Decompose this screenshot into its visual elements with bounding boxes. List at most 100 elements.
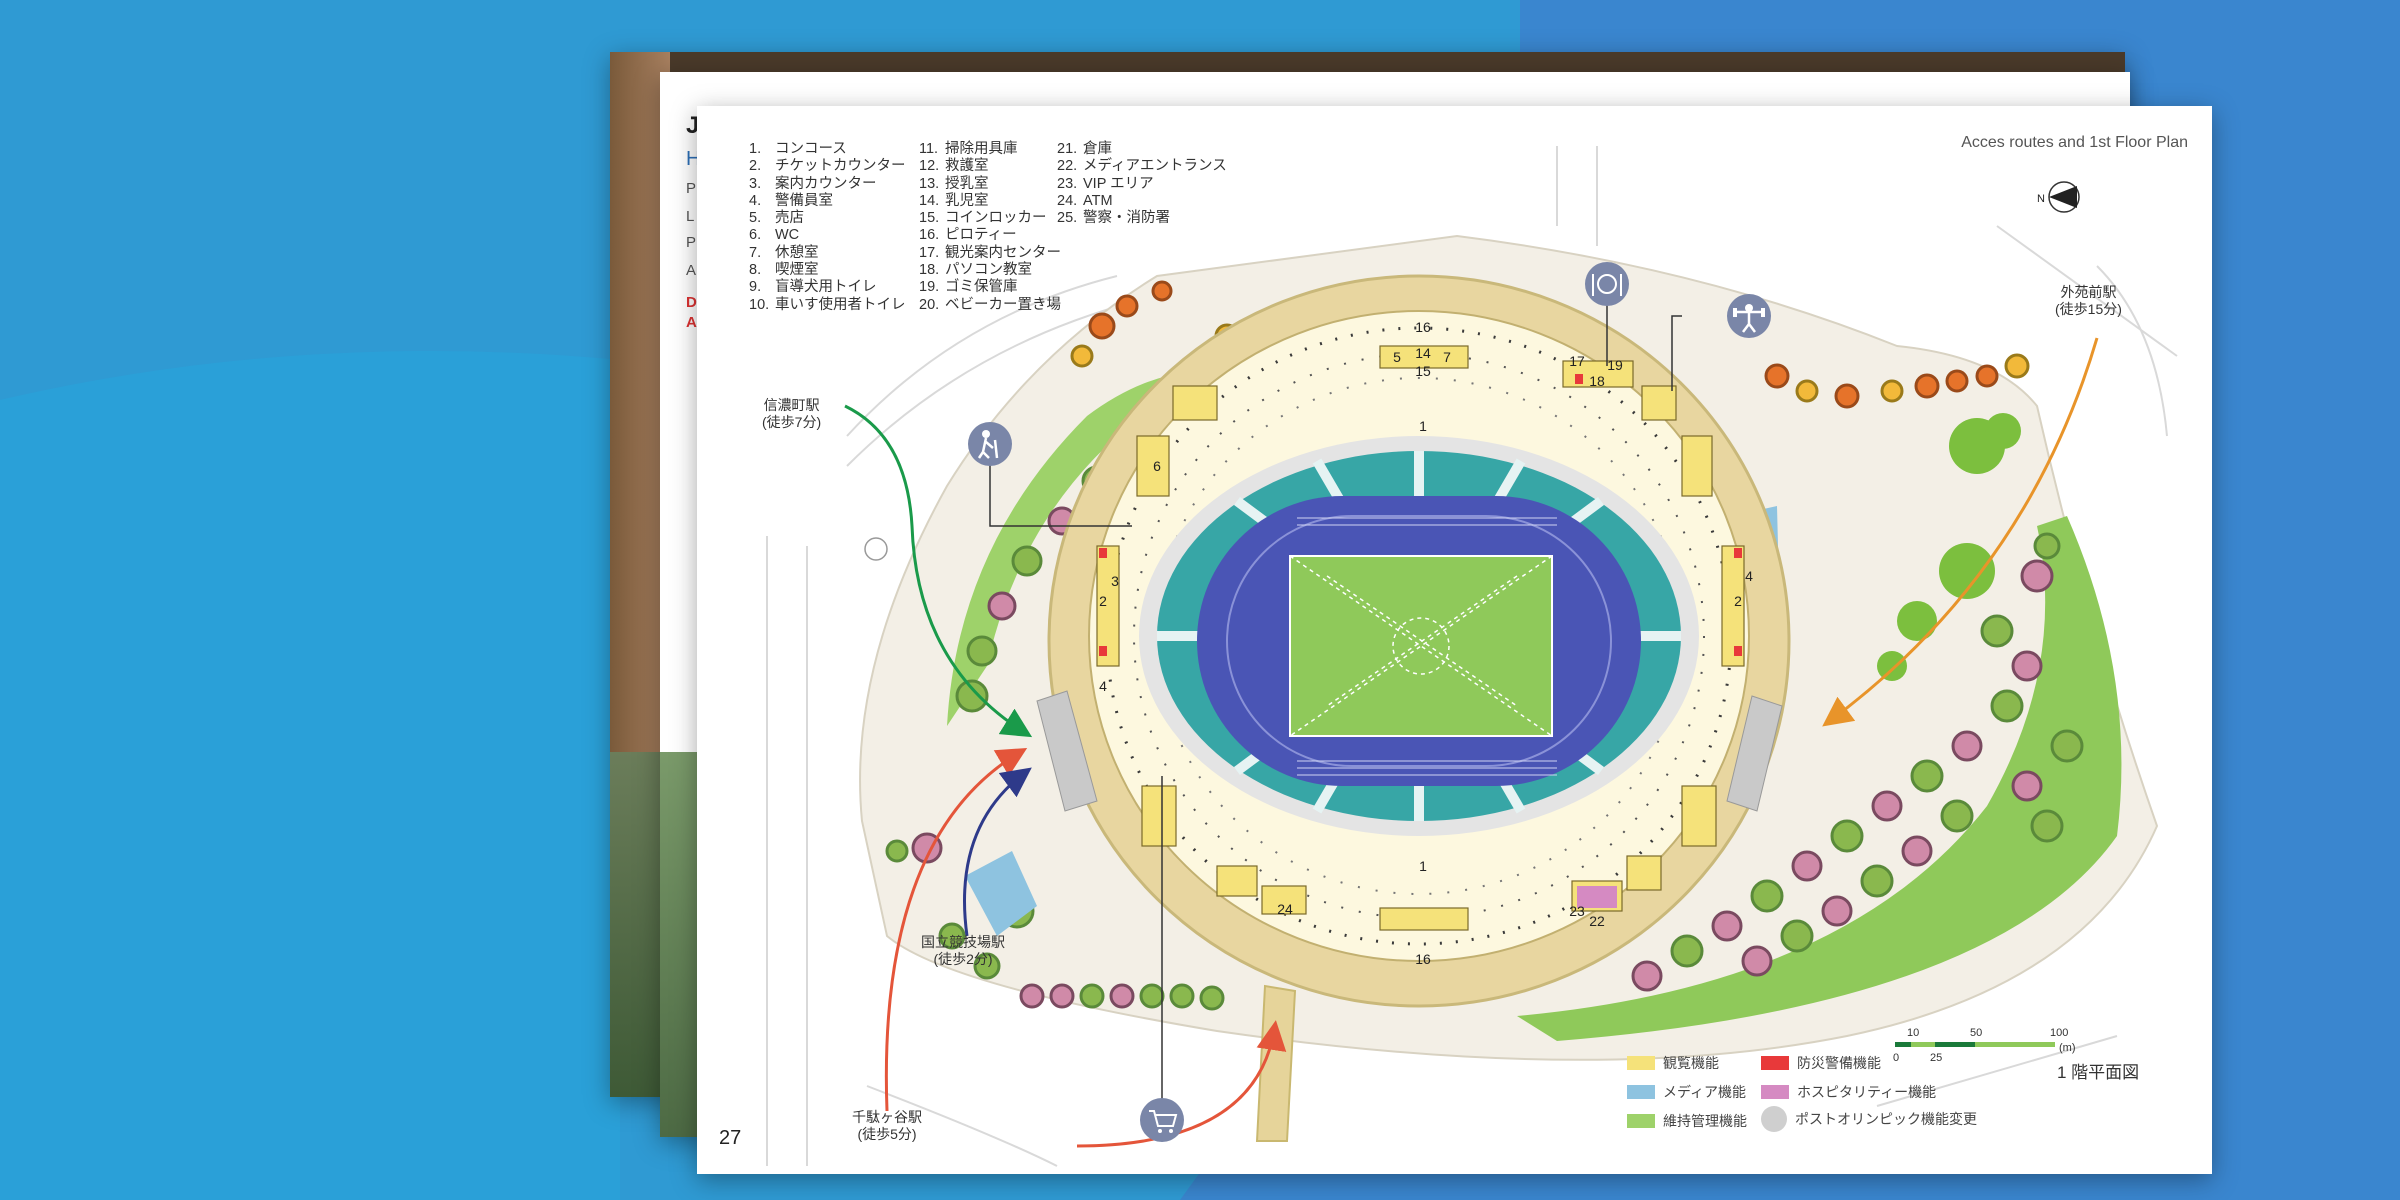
back-page-line: P bbox=[686, 234, 697, 251]
swatch-pink bbox=[1761, 1085, 1789, 1099]
station-walk-time: (徒歩7分) bbox=[762, 414, 822, 430]
list-item: 13.授乳室 bbox=[919, 175, 989, 192]
room-num: 1 bbox=[1419, 858, 1427, 874]
list-item: 23.VIP エリア bbox=[1057, 175, 1154, 192]
trees-east bbox=[1631, 413, 2084, 992]
key-disaster: 防災警備機能 bbox=[1761, 1053, 1881, 1073]
room-num: 23 bbox=[1569, 903, 1585, 919]
room-num: 4 bbox=[1745, 568, 1753, 584]
room-num: 7 bbox=[1443, 349, 1451, 365]
swatch-yellow bbox=[1627, 1056, 1655, 1070]
east-entrance-stand bbox=[1726, 695, 1783, 812]
media-zone-southwest bbox=[965, 851, 1037, 936]
back-page-line: A bbox=[686, 262, 697, 279]
shopping-cart-icon bbox=[1140, 1098, 1184, 1142]
scale-unit: (m) bbox=[2059, 1042, 2076, 1054]
back-page-red-line: A bbox=[686, 314, 697, 331]
list-item: 19.ゴミ保管庫 bbox=[919, 279, 1018, 296]
swatch-blue bbox=[1627, 1085, 1655, 1099]
track-lanes bbox=[1297, 517, 1557, 776]
room-blocks bbox=[1096, 345, 1745, 931]
station-kokuritsu: 国立競技場駅 (徒歩2分) bbox=[921, 934, 1005, 968]
key-post-olympic: ポストオリンピック機能変更 bbox=[1761, 1106, 1977, 1132]
list-item: 25.警察・消防署 bbox=[1057, 210, 1170, 227]
key-viewing: 観覧機能 bbox=[1627, 1053, 1719, 1073]
station-walk-time: (徒歩2分) bbox=[933, 951, 993, 967]
facility-list-col1: 1.コンコース 2.チケットカウンター 3.案内カウンター 4.警備員室 5.売… bbox=[749, 141, 906, 314]
back-page-title: J bbox=[686, 112, 700, 139]
station-sendagaya: 千駄ヶ谷駅 (徒歩5分) bbox=[852, 1109, 922, 1143]
scale-tick: 50 bbox=[1970, 1027, 1982, 1039]
pitch-markings bbox=[1289, 555, 1553, 737]
facility-list-col2: 11.掃除用具庫 12.救護室 13.授乳室 14.乳児室 15.コインロッカー… bbox=[919, 141, 1061, 314]
room-num: 16 bbox=[1415, 319, 1431, 335]
facility-list-col3: 21.倉庫 22.メディアエントランス 23.VIP エリア 24.ATM 25… bbox=[1057, 141, 1227, 227]
north-arrow-icon: N bbox=[2037, 181, 2080, 213]
site-roads bbox=[766, 146, 2178, 1167]
key-media: メディア機能 bbox=[1627, 1082, 1746, 1102]
station-gaienmae: 外苑前駅 (徒歩15分) bbox=[2055, 284, 2122, 318]
green-band-east bbox=[1517, 516, 2122, 1041]
room-num: 22 bbox=[1589, 913, 1605, 929]
room-num: 18 bbox=[1589, 373, 1605, 389]
back-page-line: L bbox=[686, 208, 695, 225]
room-num: 3 bbox=[1111, 573, 1119, 589]
route-south bbox=[1076, 1020, 1287, 1148]
landmark-circle bbox=[864, 537, 888, 561]
scale-bar: 0 10 25 50 100 (m) bbox=[1893, 1027, 2076, 1064]
list-item: 24.ATM bbox=[1057, 192, 1113, 209]
walker-icon bbox=[968, 422, 1012, 466]
stadium-map: 16 16 1 1 2 2 4 4 3 5 6 7 14 15 17 18 19… bbox=[766, 146, 2178, 1167]
station-shinanomachi: 信濃町駅 (徒歩7分) bbox=[762, 397, 821, 431]
room-num: 1 bbox=[1419, 418, 1427, 434]
swatch-grey-circle bbox=[1761, 1106, 1787, 1132]
room-num: 2 bbox=[1099, 593, 1107, 609]
back-page-line: P bbox=[686, 180, 697, 197]
swatch-green bbox=[1627, 1114, 1655, 1128]
west-entrance-stand bbox=[1036, 690, 1098, 812]
floor-plan-page: 16 16 1 1 2 2 4 4 3 5 6 7 14 15 17 18 19… bbox=[697, 106, 2212, 1174]
room-num: 2 bbox=[1734, 593, 1742, 609]
list-item: 22.メディアエントランス bbox=[1057, 158, 1227, 175]
back-page-red-line: D bbox=[686, 294, 697, 311]
list-item: 20.ベビーカー置き場 bbox=[919, 296, 1061, 313]
room-num: 14 bbox=[1415, 345, 1431, 361]
list-item: 9.盲導犬用トイレ bbox=[749, 279, 877, 296]
route-sendagaya bbox=[884, 747, 1028, 1112]
room-num: 19 bbox=[1607, 357, 1623, 373]
list-item: 17.観光案内センター bbox=[919, 244, 1061, 261]
football-pitch bbox=[1289, 555, 1553, 737]
station-name: 国立競技場駅 bbox=[921, 934, 1005, 950]
room-num: 24 bbox=[1277, 901, 1293, 917]
swatch-red bbox=[1761, 1056, 1789, 1070]
scale-tick: 0 bbox=[1893, 1052, 1899, 1064]
list-item: 8.喫煙室 bbox=[749, 262, 819, 279]
room-blocks-disaster bbox=[1099, 374, 1742, 656]
list-item: 2.チケットカウンター bbox=[749, 158, 906, 175]
list-item: 6.WC bbox=[749, 227, 800, 244]
room-number-labels: 16 16 1 1 2 2 4 4 3 5 6 7 14 15 17 18 19… bbox=[1099, 319, 1753, 967]
room-num: 15 bbox=[1415, 363, 1431, 379]
station-walk-time: (徒歩15分) bbox=[2055, 301, 2122, 317]
room-num: 5 bbox=[1393, 349, 1401, 365]
list-item: 12.救護室 bbox=[919, 158, 989, 175]
page-number: 27 bbox=[719, 1127, 742, 1149]
room-num: 16 bbox=[1415, 951, 1431, 967]
list-item: 4.警備員室 bbox=[749, 192, 833, 209]
list-item: 16.ピロティー bbox=[919, 227, 1017, 244]
key-maintenance: 維持管理機能 bbox=[1627, 1111, 1747, 1131]
svg-text:N: N bbox=[2037, 193, 2045, 205]
room-blocks-hospitality bbox=[1577, 886, 1617, 908]
concourse-dots-inner bbox=[1133, 353, 1705, 919]
trees-north bbox=[1070, 280, 2030, 409]
list-item: 7.休憩室 bbox=[749, 244, 819, 261]
floor-label: 1 階平面図 bbox=[2057, 1063, 2140, 1082]
list-item: 18.パソコン教室 bbox=[919, 262, 1032, 279]
room-num: 4 bbox=[1099, 678, 1107, 694]
route-shinanomachi bbox=[844, 404, 1033, 738]
restaurant-icon bbox=[1585, 262, 1629, 306]
station-name: 外苑前駅 bbox=[2060, 284, 2117, 300]
list-item: 3.案内カウンター bbox=[749, 175, 877, 192]
gym-icon bbox=[1727, 294, 1771, 338]
room-num: 17 bbox=[1569, 353, 1585, 369]
